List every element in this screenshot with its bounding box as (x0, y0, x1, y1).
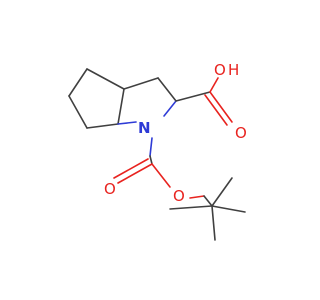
structure-canvas: O H O N O O (68, 61, 247, 241)
bond-ring-1 (68, 68, 88, 97)
label-boc-carbonyl-o: O (104, 180, 116, 198)
bond-ring-5 (86, 68, 125, 90)
label-acid-hydroxyl-o: O (214, 61, 226, 79)
molecule-structure: O H O N O O (68, 61, 247, 241)
bond-pyrrolidine-1 (123, 77, 159, 90)
bond-c-oh (209, 77, 219, 93)
bond-pyrrolidine-2 (157, 77, 177, 102)
bond-c-o-double-a (209, 91, 233, 123)
bond-tbu-methyl-up (211, 177, 233, 207)
label-acid-hydroxyl-h: H (228, 61, 239, 79)
label-ring-nitrogen: N (138, 119, 151, 137)
label-boc-ester-o: O (173, 187, 185, 205)
bond-ring-4 (117, 88, 125, 125)
bond-boc-c-o-double-b (113, 158, 149, 179)
bond-ring-3 (86, 123, 119, 129)
bond-boc-c-o-ester (151, 163, 171, 188)
bond-c2-cooh (175, 91, 211, 102)
bond-c-o-double-b (204, 94, 228, 126)
bond-n-carbonyl (149, 137, 153, 157)
bond-o-tbu (189, 195, 205, 199)
bond-boc-c-o-double-a (117, 163, 153, 184)
bond-ring-2 (68, 95, 88, 129)
bond-c2-n (163, 100, 177, 117)
label-acid-carbonyl-o: O (235, 124, 247, 142)
bond-tbu-center (203, 195, 213, 207)
bond-n-carbonyl-c (149, 155, 153, 165)
bond-tbu-methyl-right (211, 205, 246, 213)
bond-n-c7a (117, 121, 137, 125)
bond-tbu-methyl-down (211, 205, 216, 241)
bond-tbu-methyl-left (169, 205, 213, 210)
